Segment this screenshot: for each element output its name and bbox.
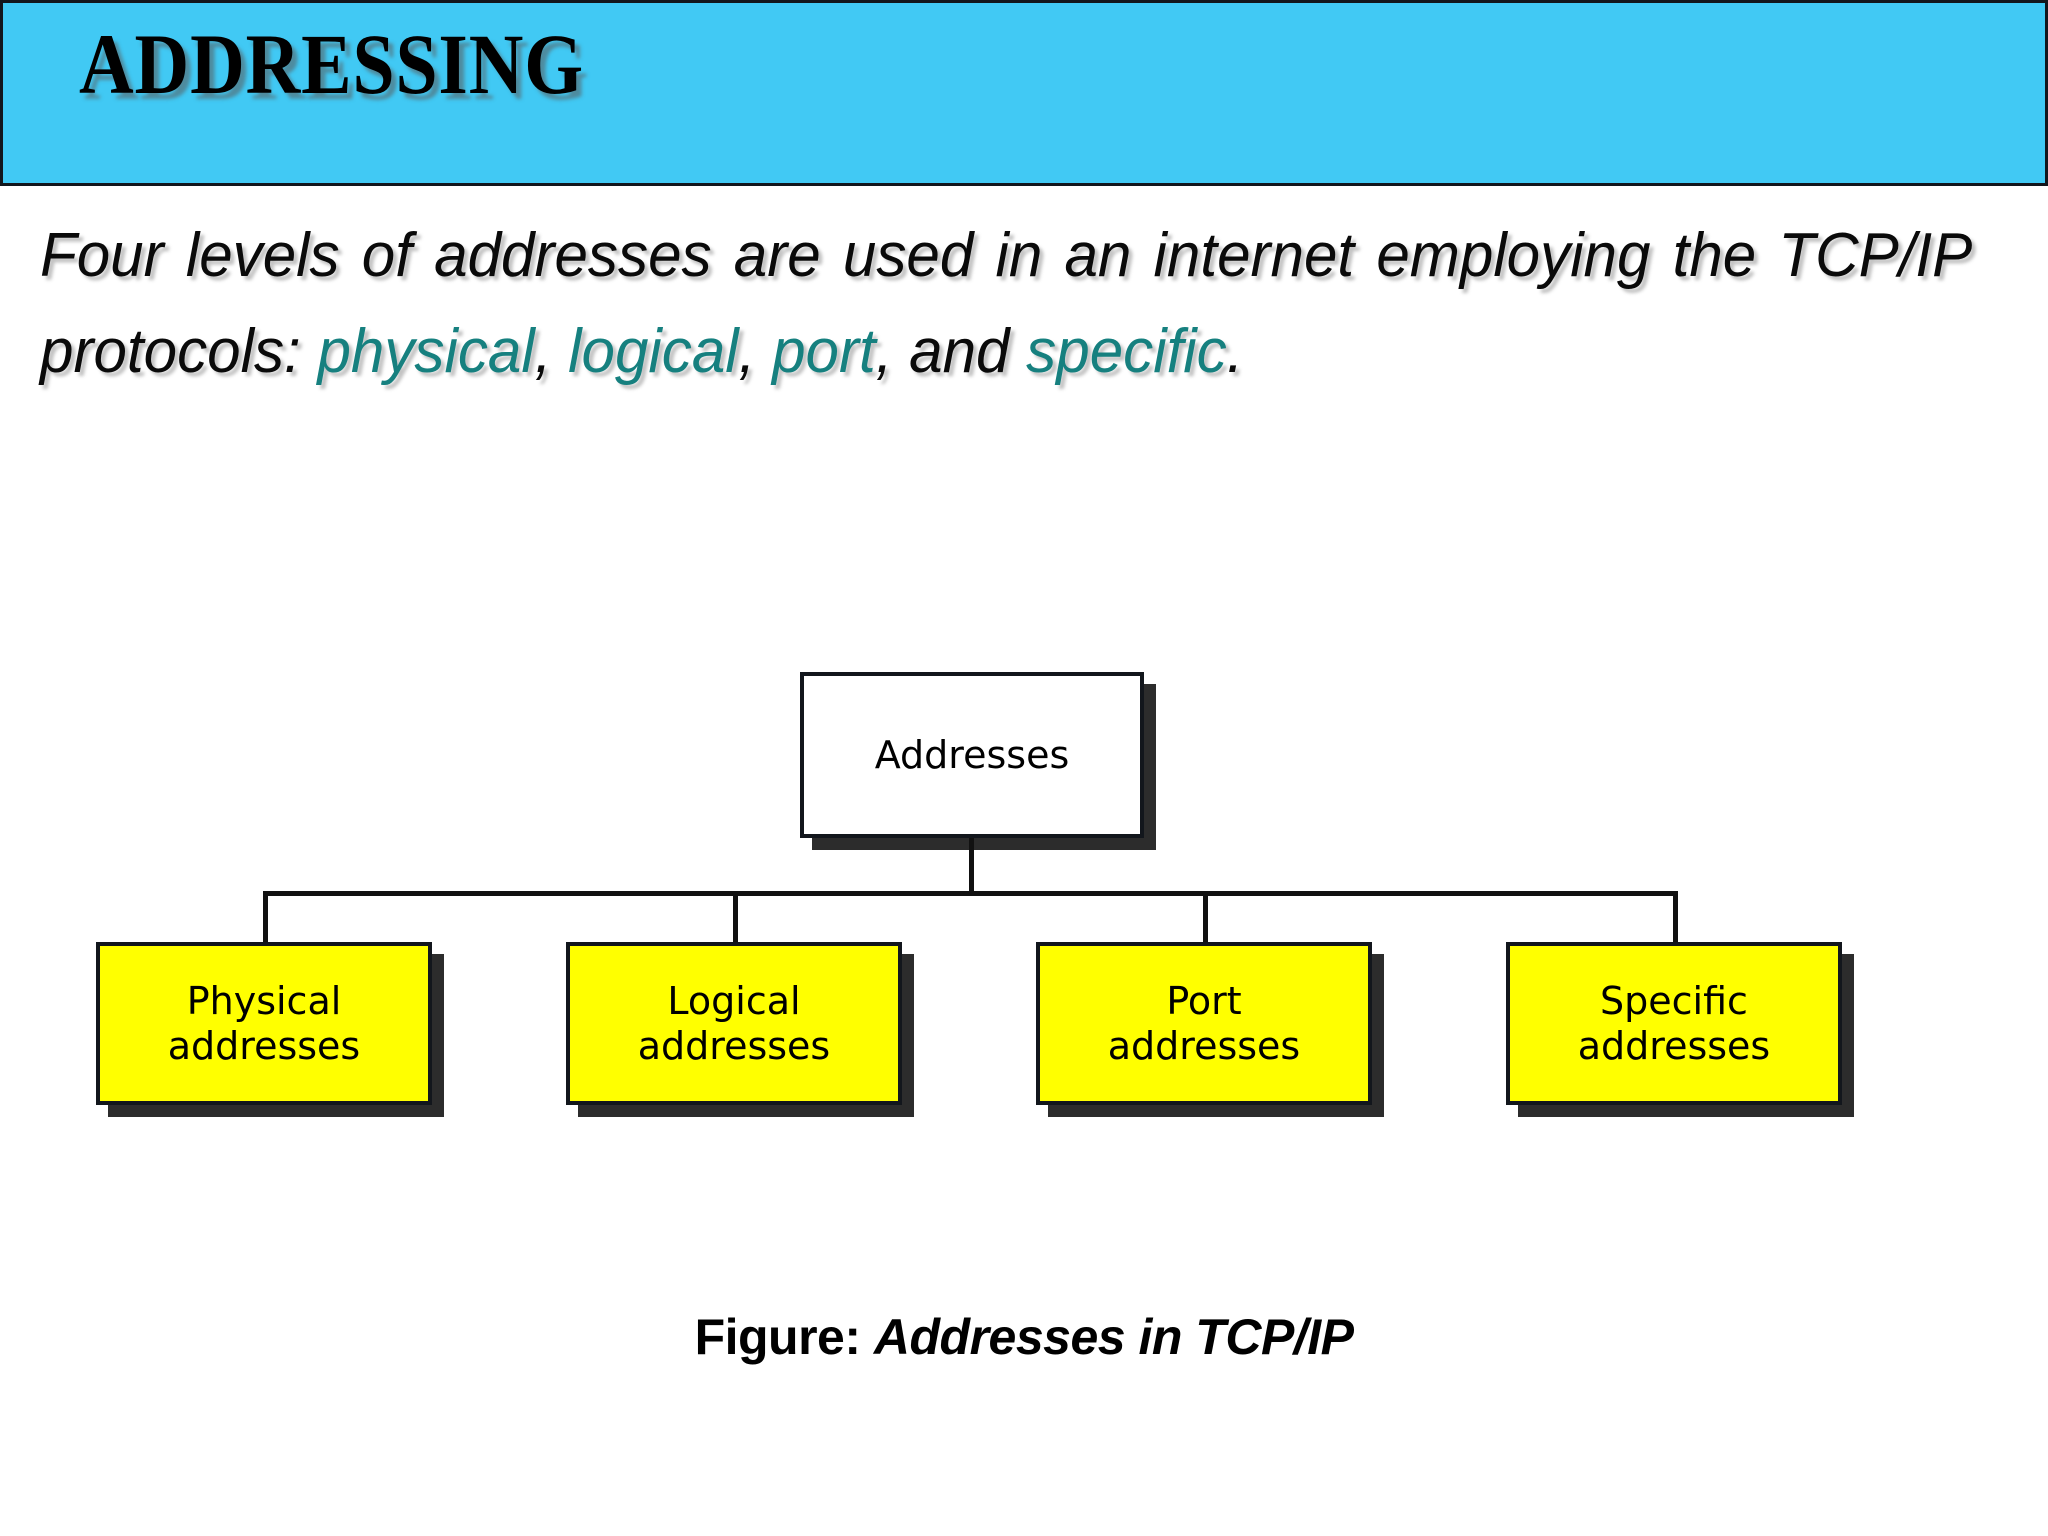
page-title: ADDRESSING — [79, 16, 585, 112]
body-highlight-port: port — [772, 317, 876, 386]
connector-drop-port — [1203, 891, 1208, 946]
node-port-addresses-label: Port addresses — [1107, 978, 1301, 1068]
figure-caption-title: Addresses in TCP/IP — [873, 1309, 1354, 1365]
connector-drop-logical — [733, 891, 738, 946]
node-addresses: Addresses — [800, 672, 1144, 838]
body-separator-1: , — [534, 317, 569, 386]
node-physical-addresses: Physical addresses — [96, 942, 432, 1105]
body-paragraph: Four levels of addresses are used in an … — [40, 208, 1972, 400]
node-specific-addresses-label: Specific addresses — [1577, 978, 1771, 1068]
body-separator-3: , and — [875, 317, 1027, 386]
body-text-part-1: Four levels of addresses are used in an … — [40, 221, 1973, 386]
node-port-addresses: Port addresses — [1036, 942, 1372, 1105]
node-logical-addresses: Logical addresses — [566, 942, 902, 1105]
figure-caption: Figure: Addresses in TCP/IP — [0, 1308, 2048, 1366]
body-separator-2: , — [738, 317, 773, 386]
connector-horizontal-bar — [263, 891, 1677, 896]
title-banner: ADDRESSING — [0, 0, 2048, 186]
body-highlight-specific: specific — [1026, 317, 1227, 386]
figure-caption-prefix: Figure: — [694, 1309, 874, 1365]
body-highlight-logical: logical — [568, 317, 739, 386]
connector-stem — [969, 838, 974, 896]
connector-drop-specific — [1673, 891, 1678, 946]
node-logical-addresses-label: Logical addresses — [637, 978, 831, 1068]
connector-drop-physical — [263, 891, 268, 946]
body-end-period: . — [1226, 317, 1244, 386]
body-highlight-physical: physical — [317, 317, 535, 386]
node-addresses-label: Addresses — [874, 732, 1070, 777]
node-physical-addresses-label: Physical addresses — [167, 978, 361, 1068]
node-specific-addresses: Specific addresses — [1506, 942, 1842, 1105]
